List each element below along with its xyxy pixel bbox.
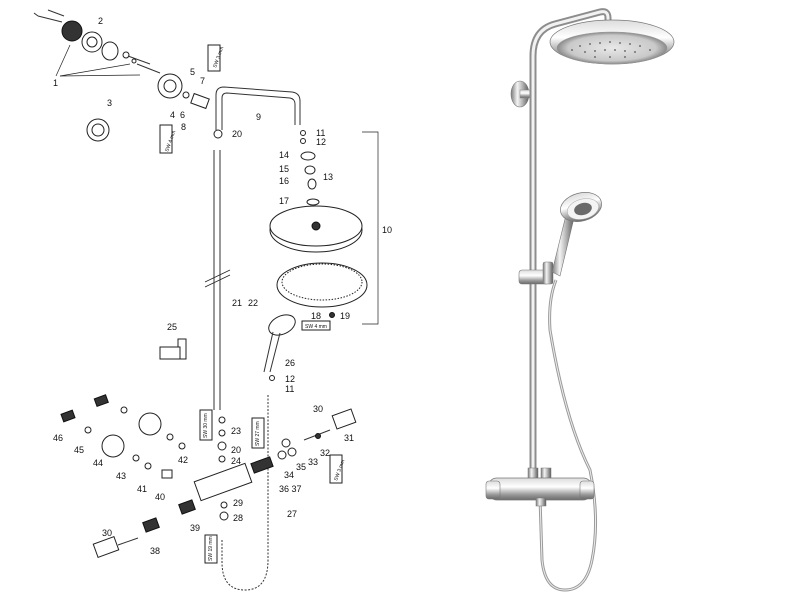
label-35: 35 [296,462,306,472]
label-19: 19 [340,311,350,321]
head-shower-assembly: 11 12 14 15 16 17 13 10 18 19 SW 4 mm [269,128,392,331]
label-45: 45 [74,445,84,455]
label-10: 10 [382,225,392,235]
shower-hose [538,279,598,592]
label-11-top: 11 [316,128,325,138]
thermostat-right-handle: 30 31 32 33 SW 3 mm [303,404,357,484]
label-12-hand: 12 [285,374,295,384]
label-1: 1 [53,78,58,88]
hand-shower [551,192,602,277]
label-42: 42 [178,455,188,465]
label-4: 4 [170,110,175,120]
label-9: 9 [256,112,261,122]
label-12-top: 12 [316,137,326,147]
label-14: 14 [279,150,289,160]
label-20-top: 20 [232,129,242,139]
label-5: 5 [190,67,195,77]
label-36-37: 36 37 [279,484,302,494]
label-15: 15 [279,164,289,174]
label-22: 22 [248,298,258,308]
thermostat-body-assembly: SW 30 mm 23 20 24 SW 27 mm 35 34 36 37 2… [92,409,306,564]
label-38: 38 [150,546,160,556]
label-7: 7 [200,76,205,86]
label-40: 40 [155,492,165,502]
label-41: 41 [137,484,147,494]
label-21: 21 [232,298,242,308]
label-3: 3 [107,98,112,108]
label-24: 24 [231,456,241,466]
label-25: 25 [167,322,177,332]
label-33: 33 [308,457,318,467]
thermostat-left-parts: 46 45 44 43 42 41 40 [53,394,188,502]
label-8: 8 [181,122,186,132]
wall-mount-assembly: 1 2 3 [33,9,161,142]
exploded-parts-diagram: 1 2 3 5 7 4 6 8 SW 4 mm SW 3 mm 9 [33,9,392,591]
label-13: 13 [323,172,333,182]
label-16: 16 [279,176,289,186]
label-31: 31 [344,433,354,443]
assembled-shower-system [485,8,675,592]
overhead-shower-head [549,19,675,65]
label-34: 34 [284,470,294,480]
label-17: 17 [279,196,289,206]
label-2: 2 [98,16,103,26]
label-44: 44 [93,458,103,468]
handshower-slider-hose: 25 26 12 11 27 [159,314,297,591]
tool-label-sw4-bottom: SW 4 mm [305,324,327,330]
label-32: 32 [320,448,330,458]
tool-label-sw27: SW 27 mm [255,421,261,446]
label-43: 43 [116,471,126,481]
label-39: 39 [190,523,200,533]
thermostat-mixer [485,467,595,507]
riser-pipe-and-arm: 9 20 21 22 [204,86,301,410]
label-46: 46 [53,433,63,443]
label-18: 18 [311,311,321,321]
upper-wall-bracket: 5 7 4 6 8 SW 4 mm SW 3 mm [157,44,225,154]
label-30-right: 30 [313,404,323,414]
label-27: 27 [287,509,297,519]
label-20-mid: 20 [231,445,241,455]
riser-and-shower-arm [529,8,612,484]
tool-label-sw30: SW 30 mm [203,413,209,438]
label-28: 28 [233,513,243,523]
tool-label-sw19: SW 19 mm [208,536,214,561]
label-11-hand: 11 [285,384,294,394]
label-23: 23 [231,426,241,436]
label-6: 6 [180,110,185,120]
label-26: 26 [285,358,295,368]
label-29: 29 [233,498,243,508]
label-30-left: 30 [102,528,112,538]
